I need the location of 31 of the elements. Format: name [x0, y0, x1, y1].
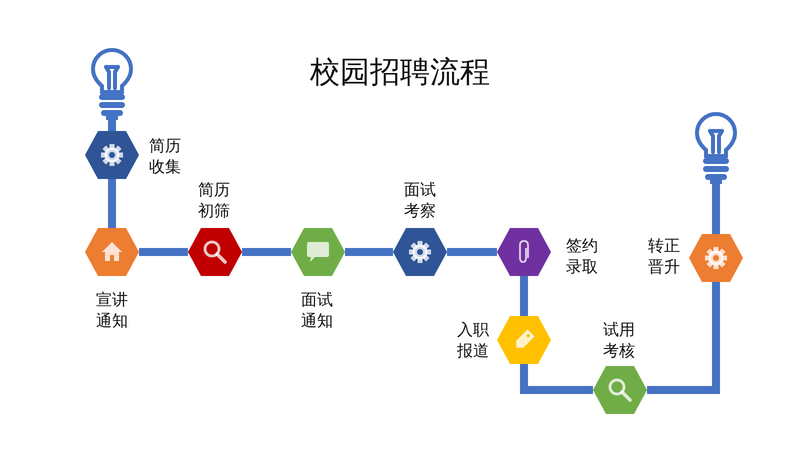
step-label: 签约录取 — [566, 237, 599, 278]
connector-line — [647, 282, 720, 394]
step-label: 简历初筛 — [198, 181, 231, 222]
connector-line — [108, 120, 116, 131]
step-hexagon — [85, 228, 139, 276]
connector-line — [520, 276, 528, 316]
lightbulb-icon — [90, 48, 134, 120]
step-label: 面试考察 — [404, 180, 437, 222]
connector-line — [242, 248, 291, 256]
step-hexagon — [85, 131, 139, 179]
connector-line — [108, 179, 116, 228]
connector-line — [712, 184, 720, 234]
lightbulb-icon — [694, 112, 738, 184]
connector-line — [447, 248, 497, 256]
connector-line — [520, 364, 593, 394]
step-label: 面试通知 — [301, 290, 334, 332]
step-hexagon — [188, 228, 242, 276]
step-label: 宣讲通知 — [96, 290, 129, 332]
step-hexagon — [291, 228, 345, 276]
step-label: 简历收集 — [149, 137, 182, 178]
step-hexagon — [689, 234, 743, 282]
step-hexagon — [497, 316, 551, 364]
step-label: 试用考核 — [603, 320, 636, 362]
title: 校园招聘流程 — [309, 55, 491, 91]
step-label: 入职报道 — [457, 320, 490, 362]
step-hexagon — [593, 366, 647, 414]
step-hexagon — [497, 228, 551, 276]
connector-line — [139, 248, 188, 256]
connector-line — [345, 248, 393, 256]
step-label: 转正晋升 — [648, 237, 681, 278]
step-hexagon — [393, 228, 447, 276]
